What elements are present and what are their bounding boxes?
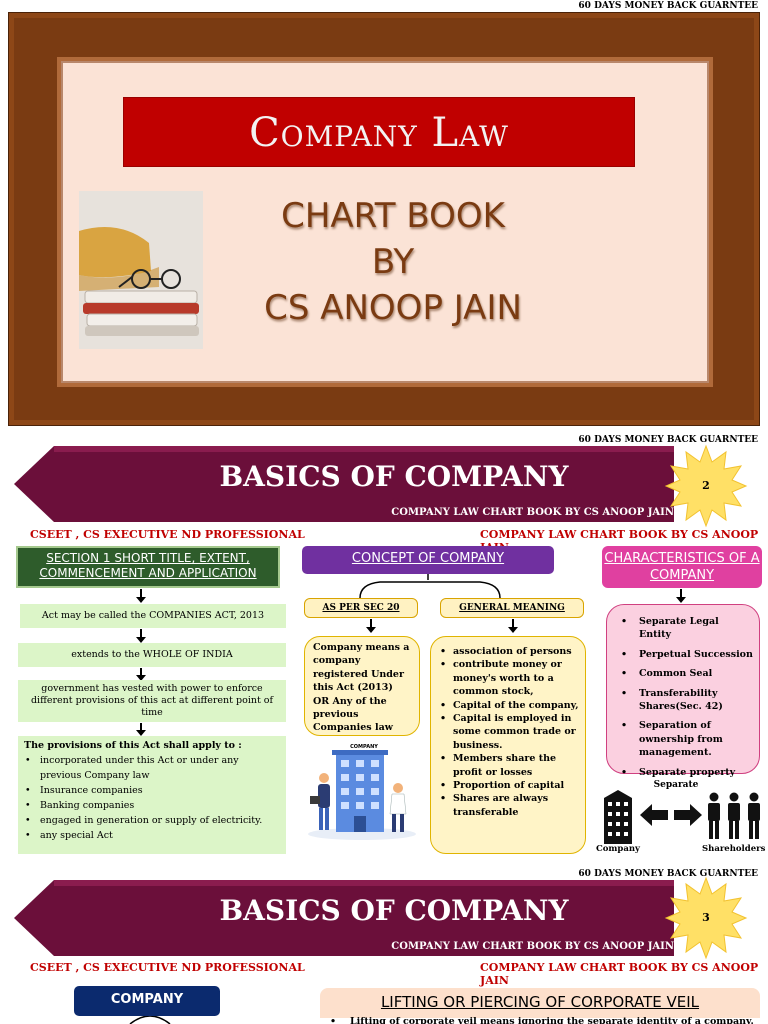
list-item: contribute money or money's worth to a c… bbox=[431, 658, 579, 698]
banner-subtitle: COMPANY LAW CHART BOOK BY CS ANOOP JAIN bbox=[391, 507, 674, 518]
list-item: engaged in generation or supply of elect… bbox=[24, 813, 280, 828]
list-item: Insurance companies bbox=[24, 783, 280, 798]
veil-first-line: Lifting of corporate veil means ignoring… bbox=[350, 1016, 754, 1024]
banner-ribbon bbox=[14, 880, 674, 956]
cover-frame: Company Law CHART BOOK bbox=[8, 12, 760, 426]
book-caption: COMPANY LAW CHART BOOK BY CS ANOOP JAIN bbox=[480, 961, 759, 987]
banner-subtitle: COMPANY LAW CHART BOOK BY CS ANOOP JAIN bbox=[391, 941, 674, 952]
list-item: Capital of the company, bbox=[431, 699, 579, 713]
list-item: Common Seal bbox=[611, 667, 753, 681]
extent-box: extends to the WHOLE OF INDIA bbox=[18, 643, 286, 667]
illustration-label: COMPANY bbox=[350, 744, 378, 750]
guarantee-note: 60 DAYS MONEY BACK GUARNTEE bbox=[578, 435, 758, 445]
arrow-down-icon bbox=[136, 723, 146, 736]
cover-title-band: Company Law bbox=[123, 97, 635, 167]
application-list-title: The provisions of this Act shall apply t… bbox=[24, 740, 242, 751]
concept-connector bbox=[359, 574, 501, 599]
section-banner: BASICS OF COMPANY COMPANY LAW CHART BOOK… bbox=[14, 446, 674, 522]
cover-subtitle: CHART BOOK BY CS ANOOP JAIN bbox=[213, 193, 573, 331]
starburst-icon bbox=[664, 876, 748, 960]
list-item: Separate property bbox=[611, 766, 753, 780]
list-item: Perpetual Succession bbox=[611, 648, 753, 662]
list-item: Shares are always transferable bbox=[431, 792, 579, 819]
diagram-company-label: Company bbox=[596, 844, 640, 854]
page-number: 3 bbox=[702, 911, 710, 924]
diagram-separate-label: Separate bbox=[653, 780, 699, 790]
application-list: The provisions of this Act shall apply t… bbox=[18, 736, 286, 854]
exam-caption: CSEET , CS EXECUTIVE ND PROFESSIONAL bbox=[30, 961, 305, 974]
cover-line-3: CS ANOOP JAIN bbox=[264, 288, 522, 328]
starburst-icon bbox=[664, 444, 748, 528]
arrow-down-icon bbox=[136, 668, 146, 681]
general-meaning-tag: GENERAL MEANING bbox=[440, 598, 584, 618]
banner-title: BASICS OF COMPANY bbox=[219, 460, 569, 493]
commencement-box: government has vested with power to enfo… bbox=[18, 680, 286, 722]
arrow-down-icon bbox=[136, 629, 146, 643]
books-glasses-icon bbox=[79, 191, 203, 349]
concept-heading: CONCEPT OF COMPANY bbox=[302, 546, 554, 574]
list-item: Separation of ownership from management. bbox=[611, 719, 753, 759]
arrow-down-icon bbox=[366, 619, 376, 633]
company-illustration: COMPANY bbox=[306, 744, 418, 840]
act-name-box: Act may be called the COMPANIES ACT, 201… bbox=[20, 604, 286, 628]
section1-heading: SECTION 1 SHORT TITLE, EXTENT, COMMENCEM… bbox=[16, 546, 280, 588]
company-building-icon bbox=[604, 790, 632, 844]
cover-line-1: CHART BOOK bbox=[281, 196, 505, 236]
exam-caption: CSEET , CS EXECUTIVE ND PROFESSIONAL bbox=[30, 528, 305, 541]
list-item: Proportion of capital bbox=[431, 779, 579, 793]
guarantee-note: 60 DAYS MONEY BACK GUARNTEE bbox=[578, 1, 758, 11]
list-item: incorporated under this Act or under any… bbox=[24, 753, 280, 783]
separate-entity-diagram: Separate Company Shareholders bbox=[596, 778, 766, 858]
list-item: Banking companies bbox=[24, 798, 280, 813]
arrow-down-icon bbox=[508, 619, 518, 633]
page-number: 2 bbox=[702, 479, 710, 492]
double-arrow-icon bbox=[640, 804, 702, 826]
list-item: Members share the profit or losses bbox=[431, 752, 579, 779]
office-building-icon bbox=[308, 750, 416, 840]
company-connector bbox=[129, 1016, 171, 1024]
cover-title: Company Law bbox=[249, 110, 509, 156]
characteristics-list: Separate Legal Entity Perpetual Successi… bbox=[606, 604, 760, 779]
veil-text: • Lifting of corporate veil means ignorin… bbox=[330, 1016, 760, 1024]
arrow-down-icon bbox=[136, 589, 146, 603]
cover-panel: Company Law CHART BOOK bbox=[61, 61, 709, 383]
company-heading: COMPANY bbox=[74, 986, 220, 1016]
banner-title: BASICS OF COMPANY bbox=[219, 894, 569, 927]
list-item: association of persons bbox=[431, 645, 579, 659]
diagram-shareholders-label: Shareholders bbox=[702, 844, 766, 854]
page-number-badge: 2 bbox=[664, 444, 748, 528]
list-item: Capital is employed in some common trade… bbox=[431, 712, 579, 752]
cover-page: Company Law CHART BOOK bbox=[0, 12, 768, 432]
page-number-badge: 3 bbox=[664, 876, 748, 960]
list-item: Transferability Shares(Sec. 42) bbox=[611, 687, 753, 714]
arrow-down-icon bbox=[676, 589, 686, 603]
section-banner: BASICS OF COMPANY COMPANY LAW CHART BOOK… bbox=[14, 880, 674, 956]
list-item: any special Act bbox=[24, 828, 280, 843]
characteristics-heading: CHARACTERISTICS OF A COMPANY bbox=[602, 546, 762, 588]
banner-ribbon bbox=[14, 446, 674, 522]
shareholders-icon bbox=[708, 792, 760, 839]
bullet-icon: • bbox=[330, 1016, 337, 1024]
sec20-definition: Company means a company registered Under… bbox=[304, 636, 420, 736]
books-photo bbox=[79, 191, 203, 349]
general-meaning-list: association of persons contribute money … bbox=[430, 636, 586, 854]
guarantee-note: 60 DAYS MONEY BACK GUARNTEE bbox=[578, 869, 758, 879]
list-item: Separate Legal Entity bbox=[611, 615, 753, 642]
cover-line-2: BY bbox=[371, 242, 415, 282]
sec20-tag: AS PER SEC 20 bbox=[304, 598, 418, 618]
veil-heading: LIFTING OR PIERCING OF CORPORATE VEIL bbox=[320, 988, 760, 1018]
